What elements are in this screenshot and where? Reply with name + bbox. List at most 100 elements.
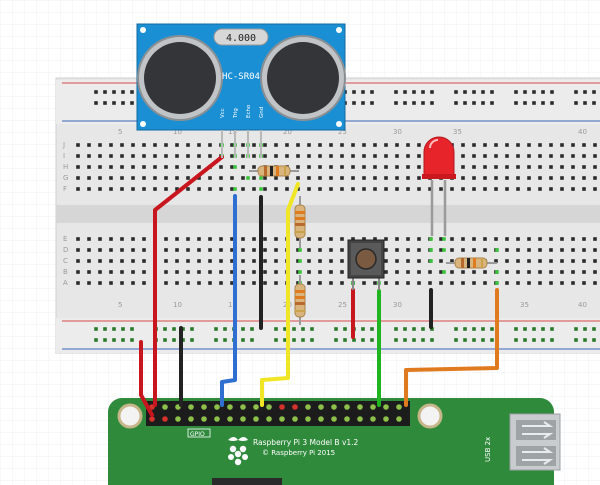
col-number-bottom-35: 35 — [520, 301, 529, 309]
breadboard-hole — [373, 187, 377, 191]
breadboard-hole — [186, 281, 190, 285]
rail-hole — [370, 338, 374, 342]
breadboard-hole — [395, 248, 399, 252]
breadboard-hole — [131, 187, 135, 191]
connected-hole — [495, 281, 499, 285]
breadboard-hole — [87, 176, 91, 180]
breadboard-hole — [472, 270, 476, 274]
breadboard-hole — [131, 165, 135, 169]
breadboard-hole — [373, 176, 377, 180]
breadboard-hole — [505, 259, 509, 263]
rail-hole — [352, 338, 356, 342]
breadboard-hole — [175, 143, 179, 147]
breadboard-hole — [120, 281, 124, 285]
rail-hole — [394, 101, 398, 105]
resistors — [249, 165, 497, 325]
breadboard-hole — [571, 237, 575, 241]
rail-hole — [310, 327, 314, 331]
rail-hole — [550, 338, 554, 342]
rail-hole — [481, 101, 485, 105]
breadboard-hole — [417, 187, 421, 191]
rail-hole — [550, 327, 554, 331]
breadboard-hole — [142, 248, 146, 252]
breadboard-hole — [516, 143, 520, 147]
breadboard-hole — [461, 154, 465, 158]
breadboard-hole — [208, 281, 212, 285]
breadboard-hole — [98, 143, 102, 147]
breadboard-hole — [505, 187, 509, 191]
breadboard-hole — [505, 154, 509, 158]
breadboard-hole — [307, 176, 311, 180]
breadboard-hole — [153, 165, 157, 169]
breadboard-hole — [241, 259, 245, 263]
breadboard-hole — [329, 237, 333, 241]
sensor-pins — [221, 130, 262, 158]
breadboard-hole — [120, 187, 124, 191]
rail-hole — [514, 338, 518, 342]
breadboard-hole — [318, 154, 322, 158]
rail-hole — [490, 338, 494, 342]
breadboard-hole — [549, 154, 553, 158]
connected-hole — [259, 176, 263, 180]
breadboard-hole — [296, 248, 300, 252]
breadboard-hole — [120, 259, 124, 263]
breadboard-hole — [252, 154, 256, 158]
breadboard-hole — [461, 281, 465, 285]
breadboard-hole — [252, 143, 256, 147]
breadboard-hole — [208, 176, 212, 180]
rail-hole — [541, 327, 545, 331]
rail-hole — [490, 90, 494, 94]
breadboard-hole — [241, 248, 245, 252]
breadboard-hole — [197, 165, 201, 169]
rail-hole — [103, 338, 107, 342]
rail-hole — [583, 338, 587, 342]
breadboard-hole — [197, 270, 201, 274]
gpio-pin — [162, 404, 168, 410]
rail-hole — [481, 327, 485, 331]
breadboard-hole — [373, 165, 377, 169]
breadboard-hole — [219, 237, 223, 241]
breadboard-hole — [241, 281, 245, 285]
wire-orange-led — [404, 288, 499, 407]
breadboard-hole — [197, 187, 201, 191]
rail-hole — [592, 101, 596, 105]
breadboard-hole — [263, 143, 267, 147]
breadboard-hole — [516, 281, 520, 285]
breadboard-hole — [373, 154, 377, 158]
breadboard-hole — [186, 237, 190, 241]
breadboard-hole — [417, 270, 421, 274]
connected-hole — [233, 187, 237, 191]
gpio-pin — [370, 416, 376, 422]
breadboard-hole — [549, 259, 553, 263]
breadboard-hole — [98, 237, 102, 241]
rail-hole — [574, 90, 578, 94]
breadboard-hole — [296, 143, 300, 147]
breadboard-hole — [593, 270, 597, 274]
breadboard-hole — [505, 143, 509, 147]
rail-hole — [514, 101, 518, 105]
rail-hole — [463, 338, 467, 342]
breadboard-hole — [538, 154, 542, 158]
breadboard-hole — [406, 281, 410, 285]
breadboard-hole — [384, 259, 388, 263]
rail-hole — [352, 101, 356, 105]
breadboard-hole — [417, 154, 421, 158]
breadboard-hole — [252, 187, 256, 191]
breadboard-hole — [417, 237, 421, 241]
breadboard-hole — [362, 143, 366, 147]
breadboard-hole — [252, 248, 256, 252]
breadboard-hole — [76, 143, 80, 147]
breadboard-hole — [472, 165, 476, 169]
breadboard-hole — [549, 281, 553, 285]
breadboard-hole — [362, 237, 366, 241]
breadboard-hole — [318, 187, 322, 191]
gpio-pin — [383, 416, 389, 422]
rail-hole — [583, 90, 587, 94]
breadboard-hole — [384, 281, 388, 285]
breadboard-hole — [120, 176, 124, 180]
wire-red-rail — [139, 340, 154, 417]
breadboard-hole — [230, 187, 234, 191]
breadboard-hole — [439, 187, 443, 191]
breadboard-hole — [175, 176, 179, 180]
breadboard-hole — [384, 165, 388, 169]
